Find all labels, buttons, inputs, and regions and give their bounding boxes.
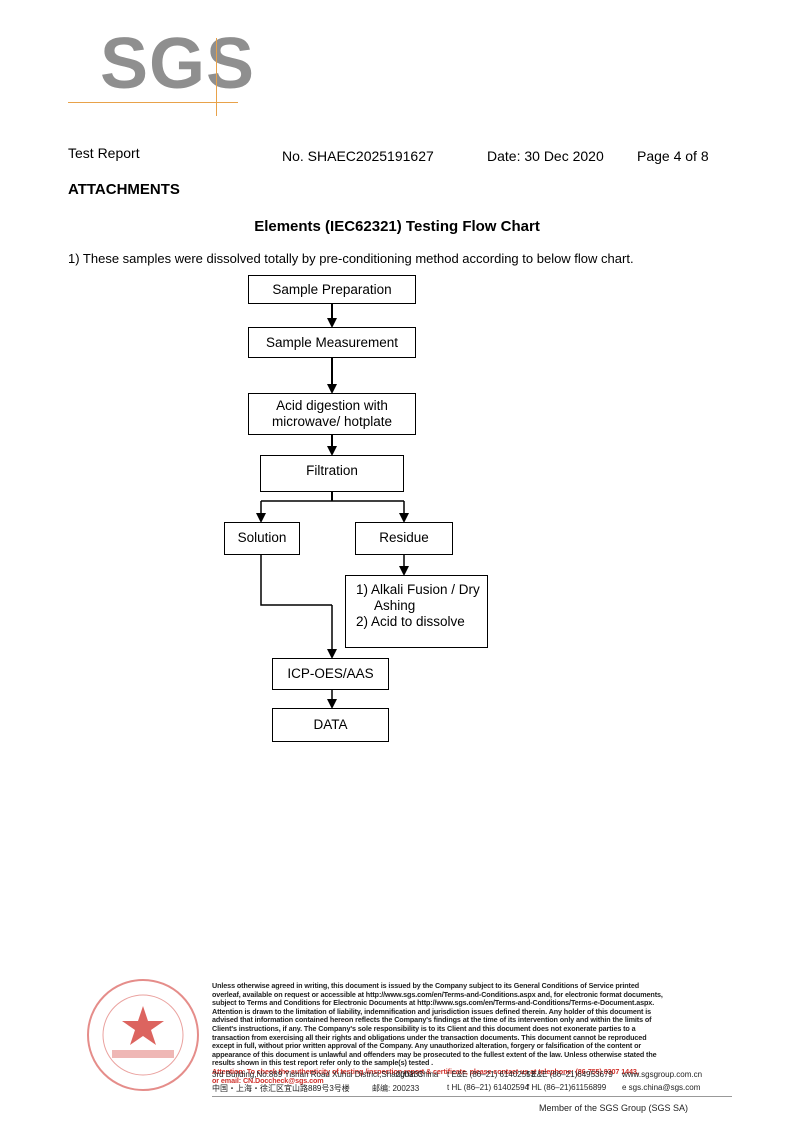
address-cn: 中国・上海・徐汇区宜山路889号3号楼 — [212, 1084, 350, 1093]
intro-text: 1) These samples were dissolved totally … — [68, 251, 634, 266]
tel-ee: t E&E (86–21) 61402553 — [447, 1070, 536, 1079]
report-title: Test Report — [68, 145, 140, 161]
step-sample-preparation: Sample Preparation — [248, 275, 416, 304]
logo-rule-horizontal — [68, 102, 238, 103]
disclaimer-line: subject to Terms and Conditions for Elec… — [212, 998, 655, 1008]
inspection-seal-icon — [87, 979, 199, 1091]
step-filtration: Filtration — [260, 455, 404, 492]
member-statement: Member of the SGS Group (SGS SA) — [539, 1103, 689, 1113]
logo-rule-vertical — [216, 38, 217, 116]
disclaimer-line: advised that information contained hereo… — [212, 1015, 652, 1025]
attention-line: or email: CN.Doccheck@sgs.com — [212, 1075, 324, 1085]
page-number: Page 4 of 8 — [637, 148, 709, 164]
disclaimer-line: Attention is drawn to the limitation of … — [212, 1006, 652, 1016]
disclaimer-line: Client's instructions, if any. The Compa… — [212, 1023, 636, 1033]
flowchart-title: Elements (IEC62321) Testing Flow Chart — [254, 218, 540, 235]
disclaimer-line: overleaf, available on request or access… — [212, 989, 663, 999]
acid-digestion-line2: microwave/ hotplate — [271, 414, 393, 429]
postcode-cn: 邮编: 200233 — [372, 1084, 420, 1093]
footer-rule — [212, 1096, 732, 1097]
step-acid-digestion: Acid digestion with microwave/ hotplate — [248, 393, 416, 435]
flowchart-connectors — [256, 303, 409, 709]
alkali-line1: 1) Alkali Fusion / Dry — [356, 582, 480, 597]
disclaimer-line: appearance of this document is unlawful … — [212, 1049, 657, 1059]
acid-digestion-line1: Acid digestion with — [276, 398, 388, 413]
section-heading: ATTACHMENTS — [68, 181, 180, 198]
disclaimer-line: results shown in this test report refer … — [212, 1058, 434, 1068]
address-en: 3rd Building,No.889 Yishan Road Xuhui Di… — [212, 1070, 439, 1079]
sgs-logo: SGS — [100, 24, 256, 104]
website-link[interactable]: www.sgsgroup.com.cn — [622, 1070, 703, 1079]
report-number: No. SHAEC2025191627 — [282, 148, 434, 164]
step-sample-measurement: Sample Measurement — [248, 327, 416, 358]
report-date: Date: 30 Dec 2020 — [487, 148, 604, 164]
alkali-line2: Ashing — [374, 598, 416, 613]
step-residue: Residue — [355, 522, 453, 555]
footer-disclaimer: Unless otherwise agreed in writing, this… — [212, 981, 698, 1085]
tel-hl: t HL (86–21) 61402594 — [447, 1083, 529, 1092]
disclaimer-line: Unless otherwise agreed in writing, this… — [212, 981, 640, 990]
alkali-line3: 2) Acid to dissolve — [356, 614, 465, 629]
step-data: DATA — [272, 708, 389, 742]
attention-line: Attention: To check the authenticity of … — [212, 1066, 639, 1076]
step-solution: Solution — [224, 522, 300, 555]
step-alkali-fusion: 1) Alkali Fusion / Dry Ashing 2) Acid to… — [345, 575, 488, 648]
email-link[interactable]: e sgs.china@sgs.com — [622, 1083, 701, 1092]
fax-ee: f E&E (86–21)64953679 — [527, 1070, 613, 1079]
fax-hl: f HL (86–21)61156899 — [527, 1083, 607, 1092]
postcode-en: 200233 — [396, 1070, 423, 1079]
disclaimer-line: except in full, without prior written ap… — [212, 1041, 642, 1051]
disclaimer-line: transaction from exercising all their ri… — [212, 1032, 647, 1042]
step-icp-oes-aas: ICP-OES/AAS — [272, 658, 389, 690]
